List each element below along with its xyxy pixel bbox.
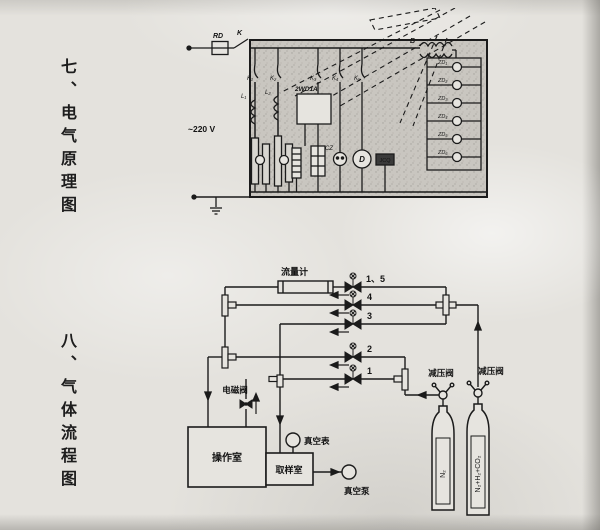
lamp-label-3: ZD₃ [437,96,448,102]
operation-chamber-label: 操作室 [212,451,242,464]
lamp-panel [426,57,482,171]
gas-flow-diagram: 流量计 1、5 4 3 2 1 电磁阀 真空表 操作室 取样室 真空泵 减压阀 … [187,266,504,516]
pipe-tee-fittings [221,294,457,391]
transformer-coil [419,41,457,59]
indicator-lamps [427,61,481,163]
inductor-coils [250,82,280,138]
relay-box [375,153,395,192]
valve-label-1: 1 [367,366,372,376]
regulator-right-symbol [466,380,490,404]
valve-1 [344,364,362,385]
switch-blade-symbol [233,38,249,49]
contact-label-k1: K₁ [247,76,253,82]
lamp-label-4: ZD₄ [437,114,448,120]
valve-label-2: 2 [367,344,372,354]
vacuum-pump-symbol [313,464,357,480]
shutoff-valves [344,272,362,385]
solenoid-valve-label: 电磁阀 [222,385,248,395]
section7-title: 七、电气原理图 [58,58,75,219]
section8-title: 八、气体流程图 [58,332,75,493]
valve-2 [344,342,362,363]
lamp-label-1: ZD₁ [437,60,447,66]
flow-meter-label: 流量计 [281,266,308,277]
switch-label: K [237,30,243,37]
contact-label-k5: K₅ [354,76,361,82]
cylinder-n2-label: N₂ [440,470,447,478]
relay-label: JCQ [380,158,392,164]
lamp-label-2: ZD₂ [437,78,448,84]
valve-label-3: 3 [367,311,372,321]
contact-label-k3: K₃ [310,76,317,82]
regulator-left-symbol [431,382,455,406]
vacuum-pump-label: 真空泵 [344,486,370,496]
electrical-schematic-diagram: RD K ~220 V B K₁ K₂ K₃ K₄ K₅ L₁ L₂ 2WD1A… [186,8,488,215]
valve-3 [344,309,362,330]
coil-label-l2: L₂ [265,90,271,96]
lamp-label-6: ZD₆ [437,150,448,156]
contact-label-k2: K₂ [270,76,277,82]
contact-label-k4: K₄ [332,76,339,82]
solenoid-valve-symbol [239,399,253,409]
fuse-label: RD [213,33,223,40]
socket-symbol [332,151,348,192]
valve-label-1-5: 1、5 [366,274,385,284]
lamp-label-5: ZD₅ [437,132,448,138]
regulator-left-label: 减压阀 [428,368,454,378]
motor-symbol [352,149,372,192]
flow-meter-symbol [277,280,334,294]
sampling-chamber-box [265,452,314,486]
operation-chamber-box [187,426,267,488]
module-label: 2WD1A [294,86,318,93]
sampling-chamber-label: 取样室 [275,464,302,475]
cylinder-n2 [431,405,455,511]
valve-4 [344,290,362,311]
regulator-right-label: 减压阀 [478,366,504,376]
socket-label: CZ [325,146,333,152]
module-2wd1a-box [296,93,332,125]
valve-1-5 [344,272,362,293]
linkage-dashed-lines [279,8,486,127]
voltage-label: ~220 V [188,124,216,134]
cylinder-mixed-gas-label: N₂+H₂+CO₂ [475,455,482,492]
ground-symbol [210,197,222,215]
valve-label-4: 4 [367,292,372,302]
motor-label: D [359,155,365,164]
coil-label-l1: L₁ [241,94,246,100]
vacuum-gauge-symbol [285,432,301,453]
vacuum-gauge-label: 真空表 [304,436,330,446]
cylinder-mixed-gas [466,403,490,516]
transformer-label: B [410,38,415,45]
component-row [250,135,326,192]
